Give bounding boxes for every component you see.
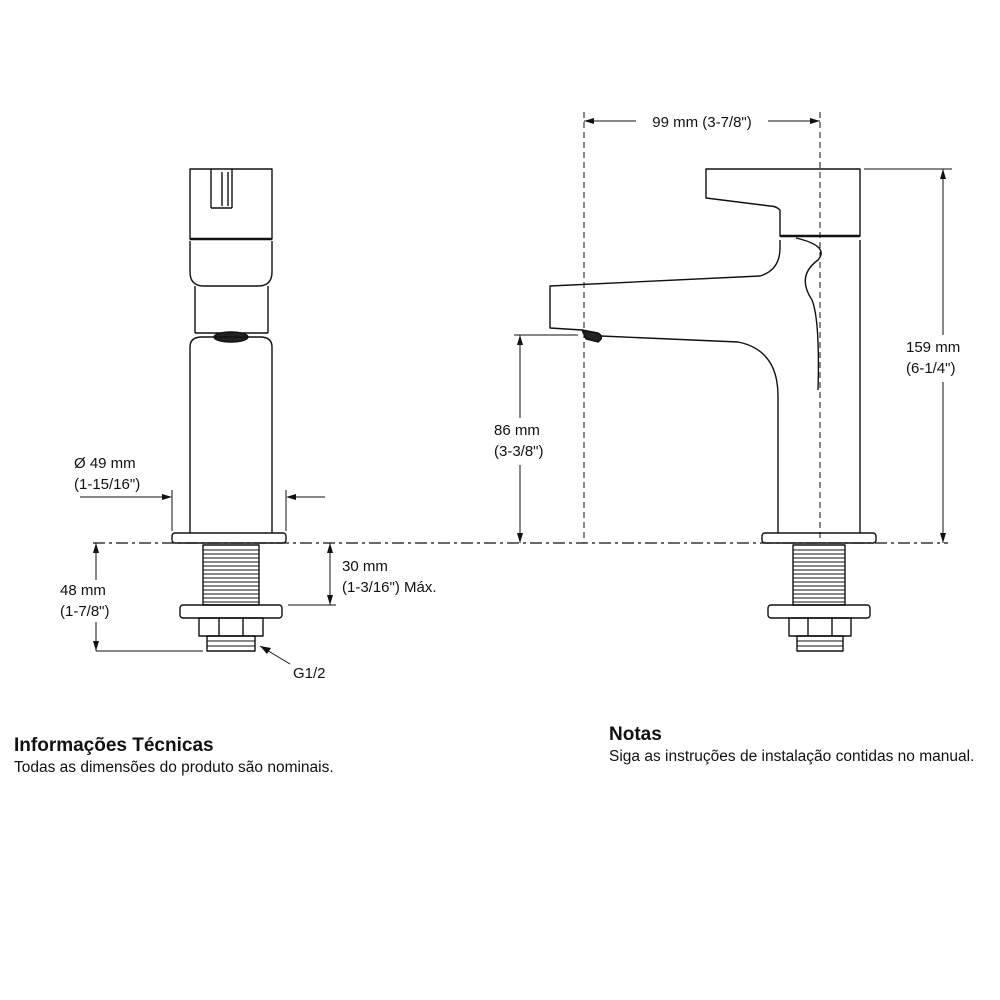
front-view [171,168,287,544]
notes-section: Notas Siga as instruções de instalação c… [609,724,994,768]
dim-diameter-49-in: (1-15/16") [74,476,140,493]
dim-thread-g12: G1/2 [293,665,326,682]
dim-width-99: 99 mm (3-7/8") [652,114,752,131]
dim-height-159-mm: 159 mm [906,339,960,356]
dimension-arrows [93,118,946,654]
dimension-labels: 99 mm (3-7/8") 159 mm (6-1/4") 86 mm (3-… [60,114,960,682]
front-shank [179,544,283,652]
side-shank [767,544,871,652]
notes-heading: Notas [609,724,662,745]
dim-shank-48-in: (1-7/8") [60,603,110,620]
dim-deck-30-mm: 30 mm [342,558,388,575]
dimension-lines [80,112,952,665]
dim-spout-86-mm: 86 mm [494,422,540,439]
dim-diameter-49-mm: Ø 49 mm [74,455,136,472]
notes-text: Siga as instruções de instalação contida… [609,748,975,765]
dim-deck-30-in: (1-3/16") Máx. [342,579,437,596]
technical-info-section: Informações Técnicas Todas as dimensões … [14,735,574,779]
technical-info-heading: Informações Técnicas [14,735,214,756]
dim-height-159-in: (6-1/4") [906,360,956,377]
technical-info-text: Todas as dimensões do produto são nomina… [14,759,334,776]
dim-spout-86-in: (3-3/8") [494,443,544,460]
dim-shank-48-mm: 48 mm [60,582,106,599]
side-view [549,168,877,544]
